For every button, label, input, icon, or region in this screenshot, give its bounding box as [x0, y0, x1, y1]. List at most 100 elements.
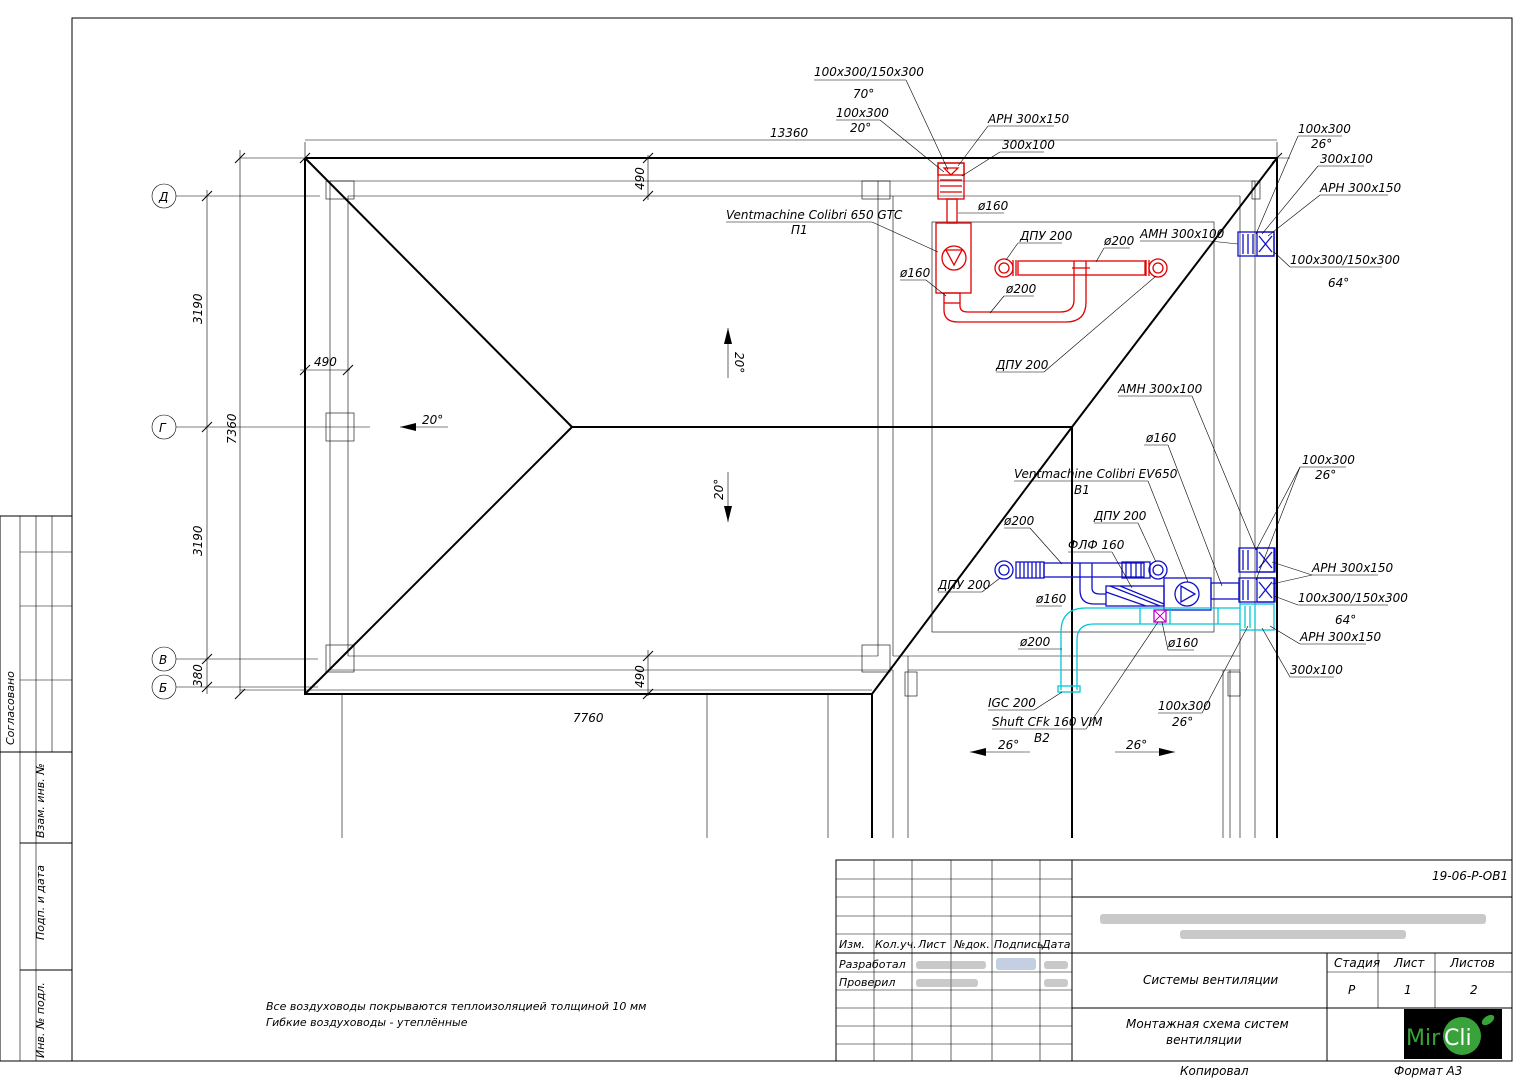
row-razrab: Разработал: [839, 958, 906, 971]
exhaust-diffuser-left: [994, 560, 1014, 580]
dim-inner-490-top: 490: [633, 167, 647, 190]
label-arn-right-top: АРН 300x150: [1319, 181, 1402, 195]
value-list: 1: [1404, 983, 1412, 997]
col-ndok: №док.: [953, 938, 990, 951]
row-prov: Проверил: [839, 976, 895, 989]
slope-indicators: 20° 20° 20° 26° 26°: [400, 328, 1175, 756]
axis-b-label: Б: [159, 681, 167, 695]
dim-inner-490-bottom: 490: [633, 665, 647, 688]
label-100x300-right-mid: 100x300: [1302, 453, 1355, 467]
kopiroval: Копировал: [1180, 1064, 1249, 1078]
label-transition-right-mid: 100x300/150x300: [1298, 591, 1408, 605]
label-igc200: IGC 200: [988, 696, 1036, 710]
label-transition-right-top: 100x300/150x300: [1290, 253, 1400, 267]
dim-left-3190-bot: 3190: [191, 525, 205, 556]
notes: Все воздуховоды покрываются теплоизоляци…: [266, 1000, 646, 1029]
side-vzam: Взам. инв. №: [34, 763, 47, 838]
label-d160-mid: ø160: [1145, 431, 1177, 445]
label-dpu200-supply-top: ДПУ 200: [1019, 229, 1073, 243]
axis-g-label: Г: [159, 421, 167, 435]
side-agreed: Согласовано: [4, 671, 17, 745]
col-podp: Подпись: [994, 938, 1043, 951]
label-100x300-bottom: 100x300: [1158, 699, 1211, 713]
label-dpu200-exhaust-right: ДПУ 200: [1093, 509, 1147, 523]
roof-plan: [304, 157, 1278, 838]
label-transition-right-top-angle: 64°: [1328, 276, 1349, 290]
dimensions: 13360 3190 7360 3190 380 7760 490 490 49…: [191, 126, 1290, 725]
side-stamp: Согласовано Взам. инв. № Подп. и дата Ин…: [0, 515, 73, 1062]
redacted-date-1: [1044, 961, 1068, 969]
title-block: 19-06-Р-ОВ1 Изм. Кол.уч. Лист №док. Подп…: [835, 859, 1513, 1078]
fresh-air-system-v2: [1057, 603, 1275, 693]
value-listov: 2: [1470, 983, 1478, 997]
exhaust-system-v1: [994, 547, 1276, 611]
redacted-name-2: [916, 979, 978, 987]
dim-inner-490-left: 490: [314, 355, 337, 369]
valve-vim: [1153, 609, 1167, 623]
label-d200-supply-bottom: ø200: [1005, 282, 1037, 296]
header-list: Лист: [1393, 956, 1425, 970]
doc-code: 19-06-Р-ОВ1: [1432, 869, 1508, 883]
col-kol: Кол.уч.: [875, 938, 917, 951]
redacted-name-1: [916, 961, 986, 969]
label-100x300-right-top: 100x300: [1298, 122, 1351, 136]
label-supply-unit-code: П1: [791, 223, 808, 237]
hip-right-top: [1071, 157, 1278, 428]
label-300x100-right-bottom: 300x100: [1290, 663, 1343, 677]
supply-diffuser-left: [994, 258, 1014, 278]
label-exhaust-unit-code: В1: [1074, 483, 1090, 497]
company-logo: Mir Cli: [1404, 1009, 1502, 1059]
supply-system-p1: [935, 162, 1168, 323]
dim-top-total: 13360: [770, 126, 809, 140]
note-line1: Все воздуховоды покрываются теплоизоляци…: [266, 1000, 646, 1013]
redacted-date-2: [1044, 979, 1068, 987]
hip-valley: [871, 426, 1073, 695]
title-systems: Системы вентиляции: [1143, 973, 1278, 987]
sheet-frame: [71, 17, 1513, 1062]
redacted-signature: [996, 958, 1036, 970]
exhaust-diffuser-right: [1148, 560, 1168, 580]
label-arn-right-mid: АРН 300x150: [1311, 561, 1394, 575]
label-supply-unit: Ventmachine Colibri 650 GTC: [726, 208, 903, 222]
title-scheme-line2: вентиляции: [1166, 1033, 1242, 1047]
label-shuft-code: В2: [1034, 731, 1050, 745]
label-d200-exhaust: ø200: [1003, 514, 1035, 528]
grid-axes: Д Г В Б: [151, 183, 370, 700]
label-300x100-right-top: 300x100: [1320, 152, 1373, 166]
logo-cli: Cli: [1444, 1026, 1472, 1051]
redacted-project-title-2: [1180, 930, 1406, 939]
redacted-project-title: [1100, 914, 1486, 924]
label-duct-top-angle: 20°: [850, 121, 871, 135]
label-duct-transition-top: 100x300/150x300: [814, 65, 924, 79]
slope-bottom-left: 26°: [998, 738, 1019, 752]
value-stadia: Р: [1348, 983, 1356, 997]
note-line2: Гибкие воздуховоды - утеплённые: [266, 1016, 468, 1029]
exhaust-unit: [1163, 577, 1212, 611]
label-d160-exhaust-left: ø160: [1035, 592, 1067, 606]
axis-v-label: В: [159, 653, 167, 667]
dim-bottom: 7760: [573, 711, 604, 725]
label-100x300-bottom-angle: 26°: [1172, 715, 1193, 729]
label-d160-top: ø160: [977, 199, 1009, 213]
header-stadia: Стадия: [1334, 956, 1380, 970]
hip-left-bottom: [304, 426, 573, 695]
label-amn-top: АМН 300x100: [1139, 227, 1225, 241]
col-izm: Изм.: [839, 938, 865, 951]
callouts: 100x300/150x300 70° 100x300 20° АРН 300x…: [726, 65, 1408, 745]
col-list: Лист: [917, 938, 946, 951]
label-d160-fresh: ø160: [1167, 636, 1199, 650]
label-dpu200-supply-right: ДПУ 200: [995, 358, 1049, 372]
slope-mid: 20°: [712, 479, 726, 500]
roof-outline-top-right: [305, 157, 1278, 838]
label-duct-transition-top-angle: 70°: [853, 87, 874, 101]
title-scheme-line1: Монтажная схема систем: [1126, 1017, 1289, 1031]
label-100x300-right-mid-angle: 26°: [1315, 468, 1336, 482]
label-transition-right-mid-angle: 64°: [1335, 613, 1356, 627]
roof-outline-left-bottom: [304, 158, 873, 838]
label-dpu200-exhaust-left: ДПУ 200: [937, 578, 991, 592]
col-data: Дата: [1041, 938, 1071, 951]
axis-d-label: Д: [158, 190, 168, 204]
label-amn-mid: АМН 300x100: [1117, 382, 1203, 396]
label-d200-fresh: ø200: [1019, 635, 1051, 649]
